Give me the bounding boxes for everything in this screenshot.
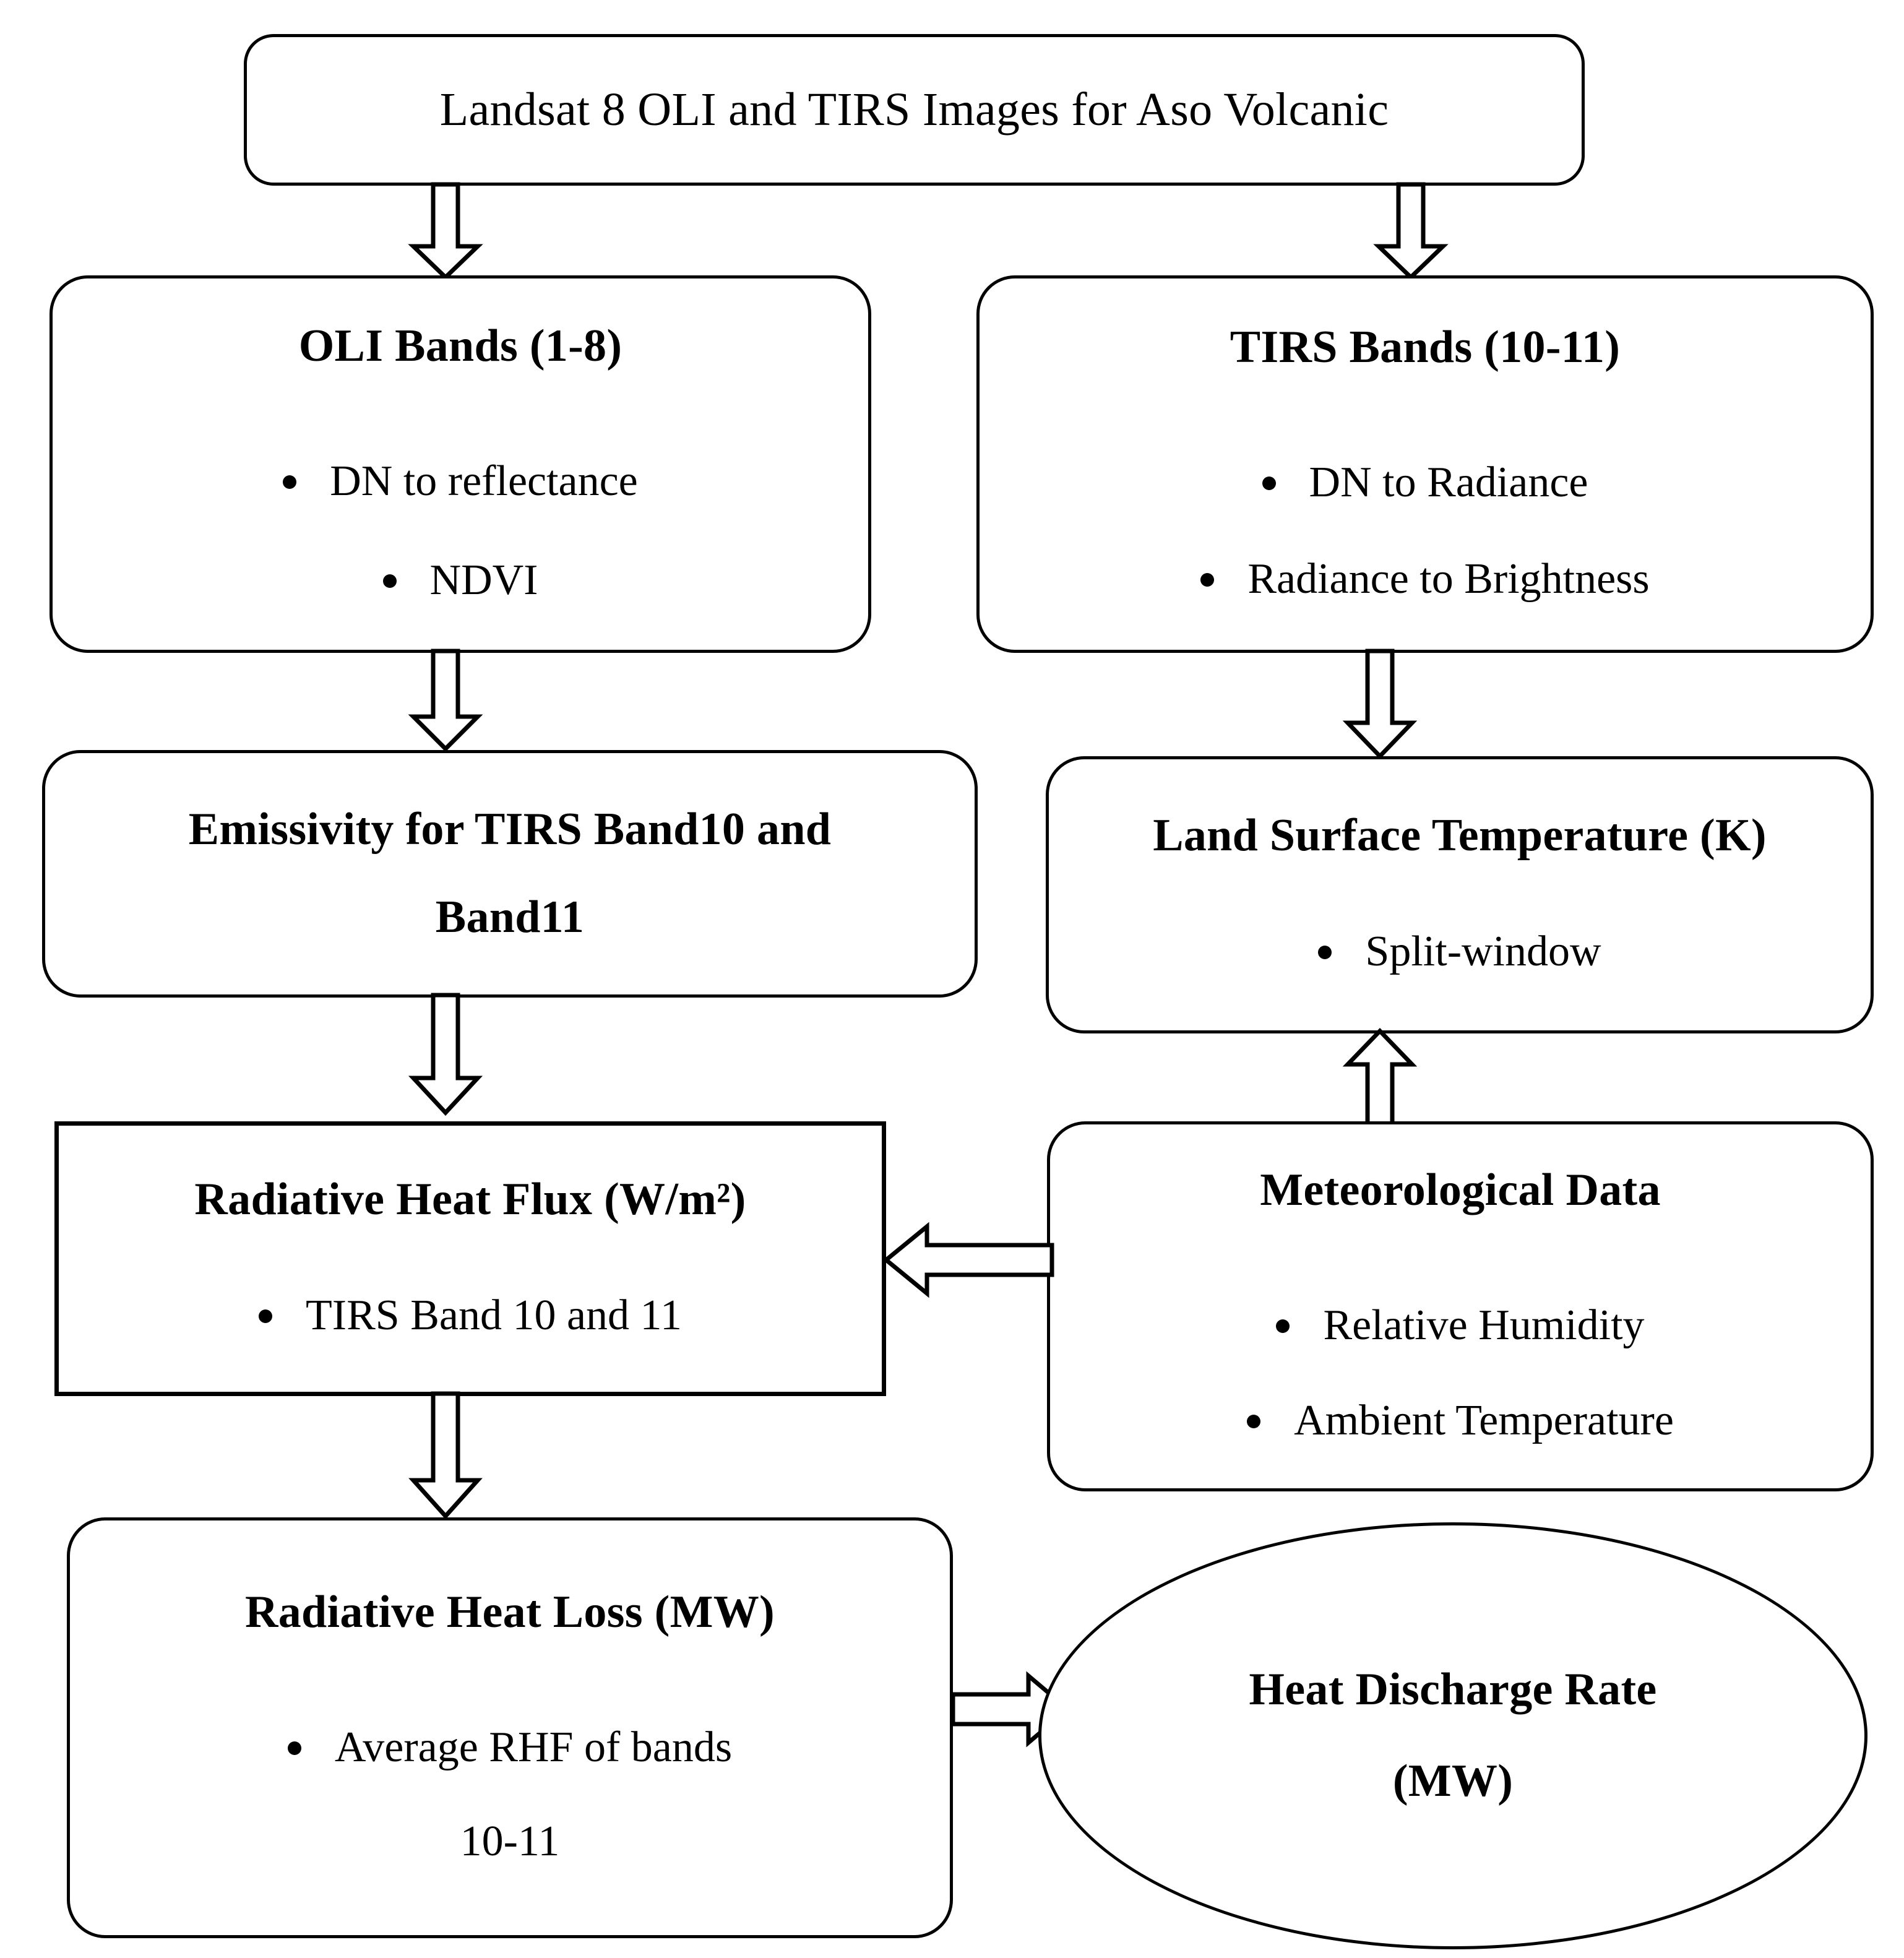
node-source[interactable]: Landsat 8 OLI and TIRS Images for Aso Vo… (244, 34, 1585, 186)
node-lst-bullets: Split-window (1049, 920, 1871, 984)
bullet-dot-icon (287, 1741, 301, 1756)
list-item: Ambient Temperature (1050, 1389, 1871, 1453)
node-lst-title: Land Surface Temperature (K) (1153, 810, 1767, 861)
node-emissivity-title-line2: Band11 (435, 892, 585, 942)
bullet-dot-icon (1276, 1319, 1290, 1334)
bullet-dot-icon (1247, 1414, 1261, 1428)
node-rhl-continuation: 10-11 (460, 1817, 560, 1865)
list-item: DN to Radiance (980, 451, 1871, 515)
arrow-source-to-tirs (1373, 182, 1449, 280)
arrow-tirs-to-lst (1342, 649, 1418, 760)
list-item: TIRS Band 10 and 11 (59, 1283, 882, 1348)
node-tirs-bands-title: TIRS Bands (10-11) (1230, 321, 1621, 373)
node-tirs-bands[interactable]: TIRS Bands (10-11) DN to Radiance Radian… (976, 275, 1874, 653)
list-item: DN to reflectance (53, 449, 868, 514)
list-item: Relative Humidity (1050, 1293, 1871, 1358)
node-source-title: Landsat 8 OLI and TIRS Images for Aso Vo… (439, 84, 1389, 136)
bullet-dot-icon (1200, 572, 1215, 587)
node-radiative-heat-flux[interactable]: Radiative Heat Flux (W/m²) TIRS Band 10 … (54, 1121, 886, 1396)
node-tirs-bands-bullets: DN to Radiance Radiance to Brightness (980, 451, 1871, 611)
node-rhl-bullets: Average RHF of bands (70, 1715, 950, 1780)
arrow-meteo-to-lst (1342, 1027, 1418, 1137)
node-emissivity-title-line1: Emissivity for TIRS Band10 and (188, 804, 832, 855)
node-oli-bands[interactable]: OLI Bands (1-8) DN to reflectance NDVI (50, 275, 871, 653)
node-radiative-heat-loss[interactable]: Radiative Heat Loss (MW) Average RHF of … (67, 1517, 953, 1938)
list-item: Average RHF of bands (70, 1715, 950, 1780)
node-meteorological-data[interactable]: Meteorological Data Relative Humidity Am… (1047, 1121, 1874, 1491)
bullet-dot-icon (382, 574, 397, 588)
bullet-dot-icon (1318, 945, 1332, 959)
list-item: NDVI (53, 548, 868, 613)
arrow-emissivity-to-rhf (408, 993, 483, 1116)
node-hdr-title-line2: (MW) (1392, 1756, 1514, 1806)
node-rhf-title: Radiative Heat Flux (W/m²) (194, 1174, 746, 1225)
list-item: Split-window (1049, 920, 1871, 984)
node-meteo-bullets: Relative Humidity Ambient Temperature (1050, 1293, 1871, 1452)
bullet-dot-icon (283, 475, 297, 490)
node-meteo-title: Meteorological Data (1260, 1164, 1661, 1215)
node-rhf-bullets: TIRS Band 10 and 11 (59, 1283, 882, 1348)
bullet-dot-icon (1262, 477, 1276, 491)
arrow-rhf-to-rhl (408, 1391, 483, 1520)
node-oli-bands-bullets: DN to reflectance NDVI (53, 449, 868, 612)
node-oli-bands-title: OLI Bands (1-8) (298, 320, 622, 371)
arrow-meteo-to-rhf (882, 1217, 1054, 1303)
bullet-dot-icon (259, 1309, 273, 1323)
arrow-oli-to-emissivity (408, 649, 483, 752)
list-item: Radiance to Brightness (980, 547, 1871, 611)
node-heat-discharge-rate[interactable]: Heat Discharge Rate (MW) (1038, 1522, 1867, 1949)
node-rhl-title: Radiative Heat Loss (MW) (244, 1586, 775, 1637)
arrow-source-to-oli (408, 182, 483, 280)
node-hdr-title-line1: Heat Discharge Rate (1249, 1664, 1657, 1715)
node-land-surface-temperature[interactable]: Land Surface Temperature (K) Split-windo… (1046, 756, 1874, 1033)
node-emissivity[interactable]: Emissivity for TIRS Band10 and Band11 (42, 750, 978, 998)
